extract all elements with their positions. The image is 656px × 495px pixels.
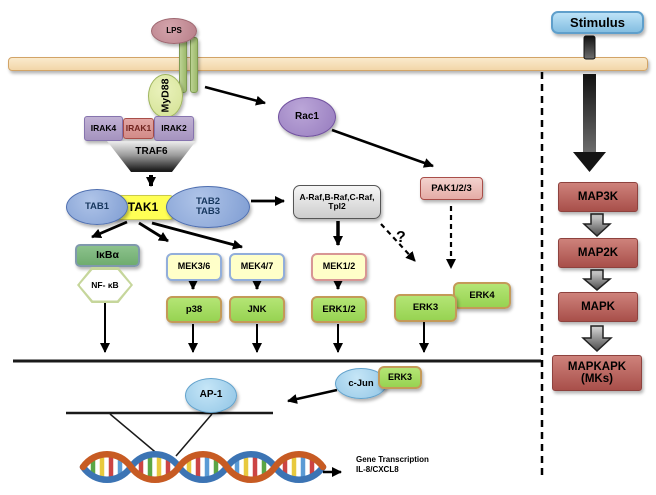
map3k-label: MAP3K: [577, 190, 619, 203]
node-mapkapk: MAPKAPK (MKs): [552, 355, 642, 391]
nfkb-label: NF- κB: [91, 279, 119, 290]
irak2-label: IRAK2: [161, 123, 187, 134]
map2k-label: MAP2K: [577, 246, 619, 259]
dna-helix: [79, 451, 327, 483]
node-erk4: ERK4: [453, 282, 511, 309]
arrow-cjun-to-promoter: [287, 388, 338, 404]
node-lps: LPS: [151, 18, 197, 44]
gene-transcription-text: Gene Transcription IL-8/CXCL8: [356, 455, 446, 475]
arrow-tak1-to-mek47: [151, 221, 243, 250]
mek36-label: MEK3/6: [177, 261, 211, 272]
erk3-nuclear-label: ERK3: [387, 371, 412, 382]
dna-strand-blue: [79, 451, 327, 483]
tab3-label: TAB3: [195, 206, 221, 217]
block-arrow-2: [581, 269, 613, 291]
node-mek47: MEK4/7: [229, 253, 285, 281]
tak1-label: TAK1: [127, 200, 159, 215]
node-tab1: TAB1: [66, 189, 128, 225]
gene-transcription-line2: IL-8/CXCL8: [356, 465, 399, 474]
arrow-tak1-to-ikba: [91, 220, 128, 239]
node-irak2: IRAK2: [154, 116, 194, 141]
funnel-line-left: [109, 413, 161, 457]
node-map2k: MAP2K: [558, 238, 638, 268]
node-tab2-tab3: TAB2 TAB3: [166, 186, 250, 228]
big-signal-arrow: [573, 74, 606, 172]
tab2-label: TAB2: [195, 196, 221, 208]
node-mek12: MEK1/2: [311, 253, 367, 281]
receptor-bar-right: [190, 37, 198, 93]
node-ikba: IκBα: [75, 244, 140, 267]
cell-membrane: [8, 57, 648, 71]
stimulus-connector: [583, 35, 596, 60]
tab1-label: TAB1: [84, 201, 110, 213]
mek12-label: MEK1/2: [322, 261, 356, 272]
block-arrow-3: [581, 325, 613, 353]
stimulus-label: Stimulus: [570, 14, 625, 30]
erk3-label: ERK3: [412, 302, 439, 314]
node-erk3: ERK3: [394, 294, 457, 322]
lps-label: LPS: [166, 25, 182, 35]
question-mark: ?: [396, 229, 406, 246]
funnel-line-right: [175, 413, 213, 457]
node-myd88: MyD88: [148, 74, 183, 118]
p38-label: p38: [185, 303, 203, 315]
pak-label: PAK1/2/3: [431, 182, 472, 194]
mapk-label: MAPK: [581, 300, 615, 313]
ap1-label: AP-1: [199, 389, 223, 401]
raf-label-line1: A-Raf,B-Raf,C-Raf,: [299, 192, 375, 203]
node-erk12: ERK1/2: [311, 296, 367, 323]
gene-transcription-line1: Gene Transcription: [356, 455, 429, 464]
node-ap1: AP-1: [185, 378, 237, 413]
mek47-label: MEK4/7: [240, 261, 274, 272]
erk4-label: ERK4: [469, 289, 495, 301]
traf6-label: TRAF6: [135, 146, 168, 157]
mapkapk-label-line1: MAPKAPK: [567, 360, 627, 373]
node-stimulus: Stimulus: [551, 11, 644, 34]
node-irak4: IRAK4: [84, 116, 123, 141]
node-mapk: MAPK: [558, 292, 638, 322]
rac1-label: Rac1: [295, 110, 319, 122]
erk12-label: ERK1/2: [322, 303, 356, 315]
arrow-tak1-to-mek36: [138, 221, 169, 243]
node-pak123: PAK1/2/3: [420, 177, 483, 200]
cjun-label: c-Jun: [348, 377, 374, 389]
mapkapk-label-line2: (MKs): [581, 373, 613, 385]
block-arrow-1: [582, 213, 612, 238]
node-map3k: MAP3K: [558, 182, 638, 212]
myd88-label: MyD88: [159, 79, 171, 113]
node-erk3-nuclear: ERK3: [378, 366, 422, 389]
jnk-label: JNK: [247, 303, 267, 315]
node-irak1: IRAK1: [123, 118, 154, 139]
arrow-rac1-to-pak: [331, 128, 434, 168]
irak4-label: IRAK4: [90, 123, 117, 134]
arrow-receptor-to-rac1: [204, 85, 266, 106]
dna-strand-orange: [79, 451, 327, 483]
node-p38: p38: [166, 296, 222, 323]
node-raf-tpl2: A-Raf,B-Raf,C-Raf, Tpl2: [293, 185, 381, 219]
node-jnk: JNK: [229, 296, 285, 323]
irak1-label: IRAK1: [125, 123, 152, 134]
raf-label-line2: Tpl2: [328, 201, 346, 211]
node-rac1: Rac1: [278, 97, 336, 137]
ikba-label: IκBα: [96, 248, 119, 261]
node-mek36: MEK3/6: [166, 253, 222, 281]
